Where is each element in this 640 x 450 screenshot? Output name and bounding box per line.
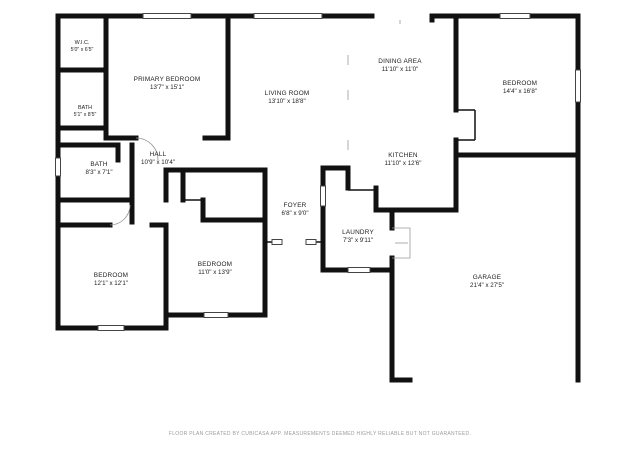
room-dims: 10'9" x 10'4" <box>141 159 175 166</box>
room-dims: 7'3" x 9'11" <box>343 237 373 244</box>
room-dims: 21'4" x 27'5" <box>470 282 504 289</box>
room-name: DINING AREA <box>378 58 422 65</box>
doors <box>109 20 411 259</box>
room-label-bedroom-sw: BEDROOM 12'1" x 12'1" <box>94 272 128 287</box>
room-name: KITCHEN <box>388 152 418 159</box>
room-name: PRIMARY BEDROOM <box>134 76 201 83</box>
room-label-bath-primary: BATH 5'1" x 8'5" <box>74 105 97 118</box>
room-name: LAUNDRY <box>342 229 374 236</box>
room-label-dining-area: DINING AREA 11'10" x 11'0" <box>378 58 422 73</box>
room-label-primary-bedroom: PRIMARY BEDROOM 13'7" x 15'1" <box>134 76 201 91</box>
room-dims: 5'1" x 8'5" <box>74 112 97 118</box>
room-label-hall: HALL 10'9" x 10'4" <box>141 151 175 166</box>
room-dims: 11'10" x 11'0" <box>382 66 418 73</box>
room-dims: 8'3" x 7'1" <box>85 169 112 176</box>
room-label-kitchen: KITCHEN 11'10" x 12'6" <box>385 152 422 167</box>
room-label-wic: W.I.C. 5'0" x 6'5" <box>71 40 94 53</box>
room-dims: 11'0" x 13'9" <box>198 269 231 276</box>
room-label-living-room: LIVING ROOM 13'10" x 18'8" <box>265 90 310 105</box>
room-name: GARAGE <box>473 274 502 281</box>
room-name: BATH <box>90 161 108 168</box>
room-dims: 5'0" x 6'5" <box>71 47 94 53</box>
room-label-garage: GARAGE 21'4" x 27'5" <box>470 274 504 289</box>
room-dims: 13'7" x 15'1" <box>150 84 184 91</box>
room-label-foyer: FOYER 6'8" x 9'0" <box>281 202 308 217</box>
room-dims: 12'1" x 12'1" <box>94 280 128 287</box>
walls <box>55 13 581 383</box>
room-dims: 14'4" x 16'8" <box>503 88 537 95</box>
room-name: BEDROOM <box>503 80 537 87</box>
room-name: BEDROOM <box>198 261 232 268</box>
room-label-bedroom-s: BEDROOM 11'0" x 13'9" <box>198 261 232 276</box>
room-label-bedroom-ne: BEDROOM 14'4" x 16'8" <box>503 80 537 95</box>
room-label-bath-hall: BATH 8'3" x 7'1" <box>85 161 112 176</box>
room-name: LIVING ROOM <box>265 90 310 97</box>
room-label-laundry: LAUNDRY 7'3" x 9'11" <box>342 229 374 244</box>
room-name: W.I.C. <box>75 40 90 46</box>
windows <box>55 13 581 331</box>
room-name: HALL <box>150 151 167 158</box>
footer-disclaimer: FLOOR PLAN CREATED BY CUBICASA APP. MEAS… <box>168 431 472 437</box>
room-dims: 11'10" x 12'6" <box>385 160 422 167</box>
room-name: BEDROOM <box>94 272 128 279</box>
room-dims: 13'10" x 18'8" <box>268 98 305 105</box>
room-dims: 6'8" x 9'0" <box>281 210 308 217</box>
room-name: BATH <box>78 105 92 111</box>
room-name: FOYER <box>283 202 306 209</box>
